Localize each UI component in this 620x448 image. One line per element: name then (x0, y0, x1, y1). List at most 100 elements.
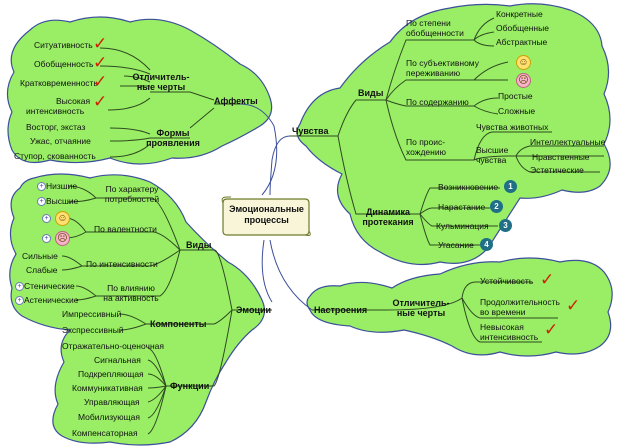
chuvstva-generality[interactable]: По степени обобщенности (406, 18, 464, 38)
content-item-2[interactable]: Сложные (498, 106, 536, 116)
content-item-1[interactable]: Простые (498, 91, 533, 101)
needs-item-2[interactable]: Высшие (46, 196, 79, 206)
center-title-line1: Эмоциональные (229, 204, 304, 214)
function-item-5[interactable]: Управляющая (84, 397, 140, 407)
emotsii-activity[interactable]: По влиянию на активность (98, 283, 164, 303)
generality-item-3[interactable]: Абстрактные (496, 37, 548, 47)
component-item-2[interactable]: Экспрессивный (62, 325, 124, 335)
emotsii-needs[interactable]: По характеру потребностей (98, 184, 166, 204)
check-icon: ✓ (93, 34, 108, 53)
expand-plus-icon[interactable]: + (15, 282, 24, 291)
components-title[interactable]: Компоненты (150, 319, 207, 329)
affekty-forms-line2: проявления (146, 138, 200, 148)
connector-nastroeniya (269, 239, 313, 311)
emotsii-bubble (9, 173, 265, 446)
affekty-features-line2: ные черты (136, 82, 186, 92)
affekty-feature-2[interactable]: Обобщенность (34, 59, 94, 69)
function-item-2[interactable]: Сигнальная (94, 355, 141, 365)
generality-item-1[interactable]: Конкретные (496, 9, 543, 19)
intensity-title[interactable]: По интенсивности (86, 259, 158, 269)
origin-animal[interactable]: Чувства животных (476, 122, 549, 132)
activity-line2: на активность (103, 293, 159, 303)
origin-higher[interactable]: Высшие чувства (476, 145, 508, 165)
activity-item-1[interactable]: Стенические (24, 281, 75, 291)
check-icon: ✓ (566, 296, 581, 315)
emotsii-title[interactable]: Эмоции (236, 305, 272, 315)
affekty-title[interactable]: Аффекты (214, 96, 258, 106)
expand-plus-icon[interactable]: + (37, 182, 46, 191)
affekty-form-1[interactable]: Восторг, экстаз (26, 122, 86, 132)
smile-happy-icon: ☺ (516, 55, 531, 70)
dynamics-item-1[interactable]: Возникновение (438, 182, 499, 192)
higher-item-1[interactable]: Интеллектуальные (530, 137, 606, 147)
affekty-features-title[interactable]: Отличитель- ные черты (128, 72, 194, 92)
nastroeniya-duration[interactable]: Продолжительность во времени (480, 297, 560, 317)
nastroeniya-features-line1: Отличитель- (392, 298, 450, 308)
valence-title[interactable]: По валентности (94, 224, 157, 234)
nastroeniya-intensity-line1: Невысокая (480, 322, 524, 332)
affekty-feature-1[interactable]: Ситуативность (34, 40, 93, 50)
dynamics-line1: Динамика (365, 207, 411, 217)
affekty-forms-line1: Формы (156, 128, 190, 138)
dynamics-item-2[interactable]: Нарастание (438, 202, 486, 212)
nastroeniya-features-line2: ные черты (396, 308, 446, 318)
generality-item-2[interactable]: Обобщенные (496, 23, 549, 33)
nastroeniya-intensity[interactable]: Невысокая интенсивность (480, 322, 538, 342)
expand-plus-icon[interactable]: + (15, 296, 24, 305)
chuvstva-experience[interactable]: По субъективному переживанию (406, 58, 479, 78)
affekty-forms-title[interactable]: Формы проявления (146, 128, 200, 148)
number-badge-icon: 4 (480, 238, 493, 251)
nastroeniya-features-title[interactable]: Отличитель- ные черты (388, 298, 454, 318)
check-icon: ✓ (93, 53, 108, 72)
expand-plus-icon[interactable]: + (37, 197, 46, 206)
affekty-feature-3[interactable]: Кратковременность (20, 78, 98, 88)
function-item-1[interactable]: Отражательно-оценочная (62, 341, 164, 351)
nastroeniya-intensity-line2: интенсивность (480, 332, 539, 342)
smile-happy-icon: ☺ (55, 211, 70, 226)
affekty-form-2[interactable]: Ужас, отчаяние (30, 136, 91, 146)
affekty-form-3[interactable]: Ступор, скованность (14, 151, 96, 161)
experience-line1: По субъективному (406, 58, 480, 68)
dynamics-item-4[interactable]: Угасание (438, 240, 474, 250)
dynamics-item-3[interactable]: Кульминация (436, 221, 489, 231)
needs-line1: По характеру (105, 184, 159, 194)
origin-line1: По проис- (406, 137, 446, 147)
activity-item-2[interactable]: Астенические (24, 295, 79, 305)
smile-sad-icon: ☹ (516, 73, 531, 88)
generality-line1: По степени (406, 18, 451, 28)
check-icon: ✓ (540, 270, 555, 289)
activity-line1: По влиянию (107, 283, 155, 293)
connector-affekty (239, 103, 278, 196)
expand-plus-icon[interactable]: + (42, 234, 51, 243)
higher-item-3[interactable]: Эстетические (530, 165, 584, 175)
nastroeniya-stability[interactable]: Устойчивость (480, 276, 534, 286)
emotsii-vidy-title[interactable]: Виды (186, 240, 212, 250)
dynamics-title[interactable]: Динамика протекания (356, 207, 420, 227)
function-item-3[interactable]: Подкрепляющая (78, 369, 144, 379)
function-item-7[interactable]: Компенсаторная (72, 428, 138, 438)
affekty-intensity[interactable]: Высокая интенсивность (26, 96, 90, 116)
higher-item-2[interactable]: Нравственные (532, 152, 590, 162)
affekty-bubble (6, 16, 273, 165)
intensity-item-2[interactable]: Слабые (26, 265, 58, 275)
chuvstva-bubble (296, 3, 611, 266)
nastroeniya-title[interactable]: Настроения (314, 305, 368, 315)
function-item-6[interactable]: Мобилизующая (78, 412, 140, 422)
chuvstva-vidy-title[interactable]: Виды (358, 88, 384, 98)
needs-line2: потребностей (104, 194, 160, 204)
content-title[interactable]: По содержанию (406, 97, 469, 107)
intensity-item-1[interactable]: Сильные (22, 251, 58, 261)
function-item-4[interactable]: Коммуникативная (72, 383, 143, 393)
needs-item-1[interactable]: Низшие (46, 181, 78, 191)
scroll-icon (221, 196, 311, 236)
chuvstva-origin[interactable]: По проис- хождению (406, 137, 446, 157)
number-badge-icon: 1 (504, 180, 517, 193)
expand-plus-icon[interactable]: + (42, 214, 51, 223)
chuvstva-title[interactable]: Чувства (292, 126, 329, 136)
component-item-1[interactable]: Импрессивный (62, 309, 122, 319)
check-icon: ✓ (93, 92, 108, 111)
duration-line2: во времени (480, 307, 526, 317)
center-node[interactable]: Эмоциональные процессы (221, 195, 312, 239)
functions-title[interactable]: Функции (170, 381, 210, 391)
